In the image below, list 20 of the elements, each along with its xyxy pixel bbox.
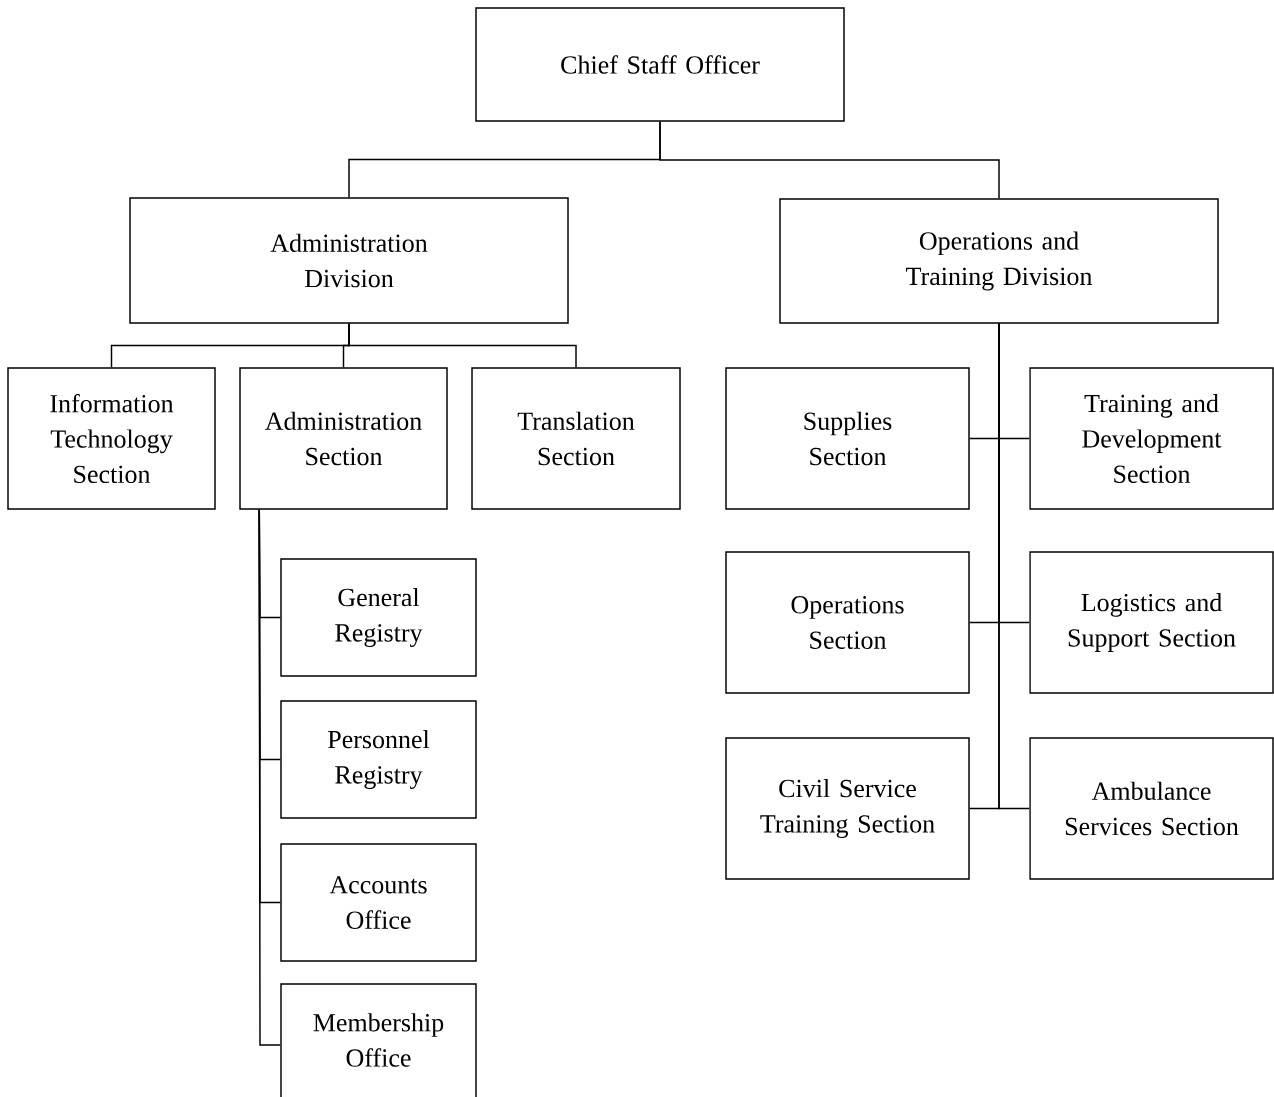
connector-line: [258, 509, 281, 1046]
org-box: Membership Office: [280, 983, 477, 1097]
org-box: Operations and Training Division: [779, 198, 1219, 324]
org-box: Information Technology Section: [7, 367, 216, 510]
connector-line: [348, 323, 577, 368]
org-box: Administration Section: [239, 367, 448, 510]
org-box: Translation Section: [471, 367, 681, 510]
connector-line: [659, 121, 1000, 199]
connector-line: [998, 323, 1030, 810]
org-box: Accounts Office: [280, 843, 477, 962]
org-box: Training and Development Section: [1029, 367, 1274, 510]
org-box: Operations Section: [725, 551, 970, 694]
org-box: Supplies Section: [725, 367, 970, 510]
org-box: Civil Service Training Section: [725, 737, 970, 880]
org-box: Chief Staff Officer: [475, 7, 845, 122]
org-box: Administration Division: [129, 197, 569, 324]
org-box: Ambulance Services Section: [1029, 737, 1274, 880]
org-box: Logistics and Support Section: [1029, 551, 1274, 694]
org-box: Personnel Registry: [280, 700, 477, 819]
org-box: General Registry: [280, 558, 477, 677]
